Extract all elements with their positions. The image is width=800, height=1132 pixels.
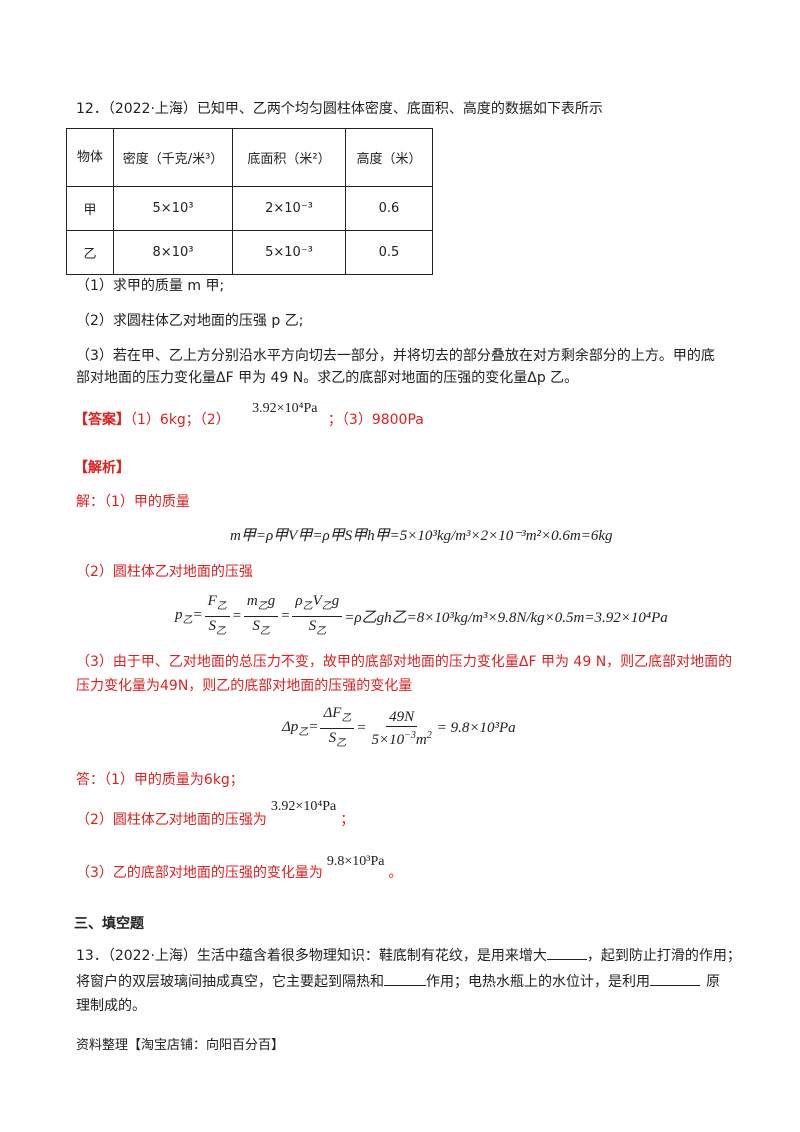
equation-change-tail: = 9.8×10³Pa [436,720,516,736]
q13-line1: 13．（2022·上海）生活中蕴含着很多物理知识：鞋底制有花纹，是用来增大，起到… [76,948,741,964]
table-cell: 5×10⁻³ [232,230,346,275]
table-cell: 甲 [66,186,114,231]
final-answer-2: （2）圆柱体乙对地面的压强为3.92×10⁴Pa； [76,799,355,828]
final-answer-2-value: 3.92×10⁴Pa [270,799,337,814]
table-header-density: 密度（千克/米³） [113,128,233,187]
table-row: 甲 5×10³ 2×10⁻³ 0.6 [66,186,433,231]
answer-blank[interactable] [650,985,700,986]
footer-text: 资料整理【淘宝店铺：向阳百分百】 [76,1038,285,1053]
table-row: 乙 8×10³ 5×10⁻³ 0.5 [66,230,433,275]
solution-part2: （2）圆柱体乙对地面的压强 [76,564,253,580]
equation-mass: m甲=ρ甲V甲=ρ甲S甲h甲=5×10³kg/m³×2×10⁻³m²×0.6m=… [230,528,613,544]
table-cell: 0.6 [345,186,433,231]
table-cell: 乙 [66,230,114,275]
answer-part1: （1）6kg；（2） [130,412,230,428]
solution-intro: 解：（1）甲的质量 [76,494,190,510]
q12-intro: 12．（2022·上海）已知甲、乙两个均匀圆柱体密度、底面积、高度的数据如下表所… [76,101,603,117]
table-header-height: 高度（米） [345,128,433,187]
solution-part3-line1: （3）由于甲、乙对地面的总压力不变，故甲的底部对地面的压力变化量ΔF 甲为 49… [76,654,733,670]
q12-part3-line2: 部对地面的压力变化量ΔF 甲为 49 N。求乙的底部对地面的压强的变化量Δp 乙… [76,370,579,386]
q12-part1: （1）求甲的质量 m 甲; [76,278,225,294]
equation-pressure-tail: =ρ乙gh乙=8×10³kg/m³×9.8N/kg×0.5m=3.92×10⁴P… [344,610,668,626]
answer-line: 【答案】（1）6kg；（2） 3.92×10⁴Pa ；（3）9800Pa [74,401,424,431]
solution-part3-line2: 压力变化量为49N，则乙的底部对地面的压强的变化量 [76,678,413,694]
table-cell: 8×10³ [113,230,233,275]
answer-part3: ；（3）9800Pa [327,412,424,428]
table-header-area: 底面积（米²） [232,128,346,187]
table-header-object: 物体 [66,128,114,187]
answer-label: 【答案】 [74,412,130,428]
final-answer-1: 答：（1）甲的质量为6kg； [76,772,244,788]
q12-part2: （2）求圆柱体乙对地面的压强 p 乙; [76,313,304,329]
q13-line2: 将窗户的双层玻璃间抽成真空，它主要起到隔热和作用；电热水瓶上的水位计，是利用原 [76,974,720,990]
q13-line3: 理制成的。 [76,998,146,1014]
answer-blank[interactable] [384,985,426,986]
analysis-label: 【解析】 [74,460,130,476]
table-cell: 2×10⁻³ [232,186,346,231]
final-answer-3: （3）乙的底部对地面的压强的变化量为9.8×10³Pa。 [76,854,403,881]
final-answer-3-value: 9.8×10³Pa [326,854,385,869]
answer-blank[interactable] [546,959,587,960]
table-cell: 5×10³ [113,186,233,231]
section-title: 三、填空题 [74,916,144,932]
data-table: 物体 密度（千克/米³） 底面积（米²） 高度（米） 甲 5×10³ 2×10⁻… [66,128,433,275]
table-cell: 0.5 [345,230,433,275]
q12-part3-line1: （3）若在甲、乙上方分别沿水平方向切去一部分，并将切去的部分叠放在对方剩余部分的… [76,348,715,364]
answer-value2: 3.92×10⁴Pa [252,401,318,416]
